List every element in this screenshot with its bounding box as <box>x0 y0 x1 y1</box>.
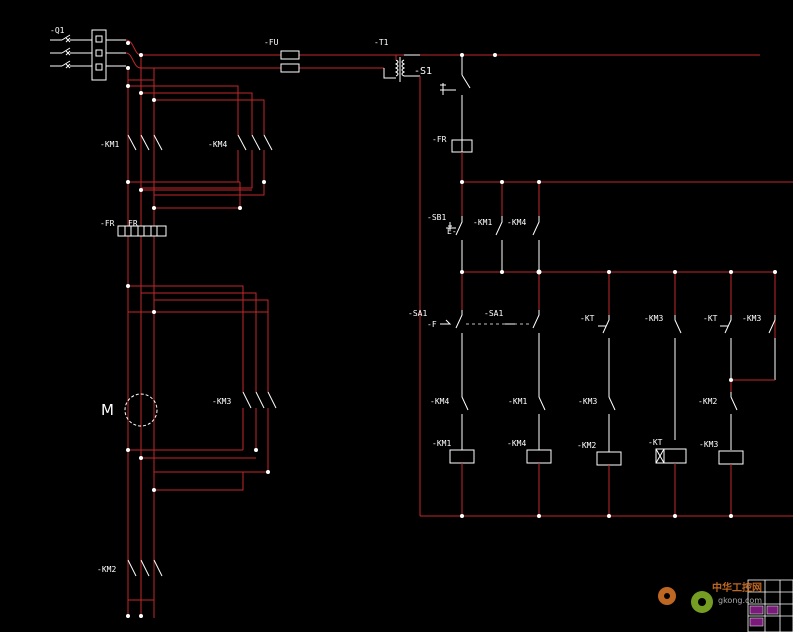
t1-label: -T1 <box>374 38 389 47</box>
q1-label: -Q1 <box>50 26 65 35</box>
motor-symbol: M <box>101 393 158 427</box>
km1-power-label: -KM1 <box>100 140 119 149</box>
km3-interlock-label: -KM3 <box>578 397 597 406</box>
kt-contact-label: -KT <box>580 314 595 323</box>
power-circuit: -Q1 -FU -T1 -S1 <box>50 26 760 618</box>
timer-contacts: -KT -KM3 -KT -KM3 <box>580 314 776 440</box>
km3-contact-label: -KM3 <box>644 314 663 323</box>
km4-coil-label: -KM4 <box>507 439 526 448</box>
sb1-label: -SB1 <box>427 213 446 222</box>
t1-transformer: -T1 -S1 <box>374 38 432 516</box>
sa1-f-label: -F <box>427 320 437 329</box>
sa1-selector: -SA1 -SA1 -F <box>408 309 540 392</box>
km4-hold-label: -KM4 <box>507 218 526 227</box>
control-circuit: -FR -SB1 E- -KM1 -KM4 <box>408 53 793 518</box>
interlock-contacts: -KM4 -KM1 -KM3 -KM2 <box>430 392 738 452</box>
s1-label: -S1 <box>414 66 432 77</box>
km2-power-contacts: -KM2 <box>97 559 163 601</box>
kt-coil-label: -KT <box>648 438 663 447</box>
watermark-url: gkong.com <box>718 596 762 605</box>
sa1-b-label: -SA1 <box>484 309 503 318</box>
km3-coil-label: -KM3 <box>699 440 718 449</box>
km4-interlock-label: -KM4 <box>430 397 449 406</box>
title-block <box>747 579 793 632</box>
fu-label: -FU <box>264 38 279 47</box>
gear-icon <box>658 587 713 613</box>
km3-contact2-label: -KM3 <box>742 314 761 323</box>
km1-interlock-label: -KM1 <box>508 397 527 406</box>
kt-contact2-label: -KT <box>703 314 718 323</box>
km4-power-label: -KM4 <box>208 140 227 149</box>
km2-power-label: -KM2 <box>97 565 116 574</box>
watermark-cn: 中华工控网 <box>712 581 762 594</box>
start-button-group: -SB1 E- -KM1 -KM4 <box>427 213 540 272</box>
sa1-a-label: -SA1 <box>408 309 427 318</box>
coils: -KM1 -KM4 -KM2 -KT -KM3 <box>432 438 744 466</box>
km3-power-contacts: -KM3 <box>128 285 277 491</box>
q1-breaker: -Q1 <box>50 26 126 81</box>
sb1-e-label: E- <box>447 227 457 236</box>
fr-power-label: -FR <box>100 219 115 228</box>
watermark: 中华工控网 gkong.com <box>658 581 762 613</box>
km2-coil-label: -KM2 <box>577 441 596 450</box>
km1-km4-power-contacts: -KM1 -KM4 <box>100 85 273 209</box>
fr-control-contact: -FR <box>432 135 473 153</box>
km1-hold-label: -KM1 <box>473 218 492 227</box>
fu-fuse: -FU <box>264 38 300 73</box>
fr-thermal-relay: -FR FR <box>100 219 167 237</box>
fr-control-label: -FR <box>432 135 447 144</box>
km3-power-label: -KM3 <box>212 397 231 406</box>
km1-coil-label: -KM1 <box>432 439 451 448</box>
fr-power-label-2: FR <box>128 219 138 228</box>
motor-label: M <box>101 401 114 419</box>
km2-interlock-label: -KM2 <box>698 397 717 406</box>
